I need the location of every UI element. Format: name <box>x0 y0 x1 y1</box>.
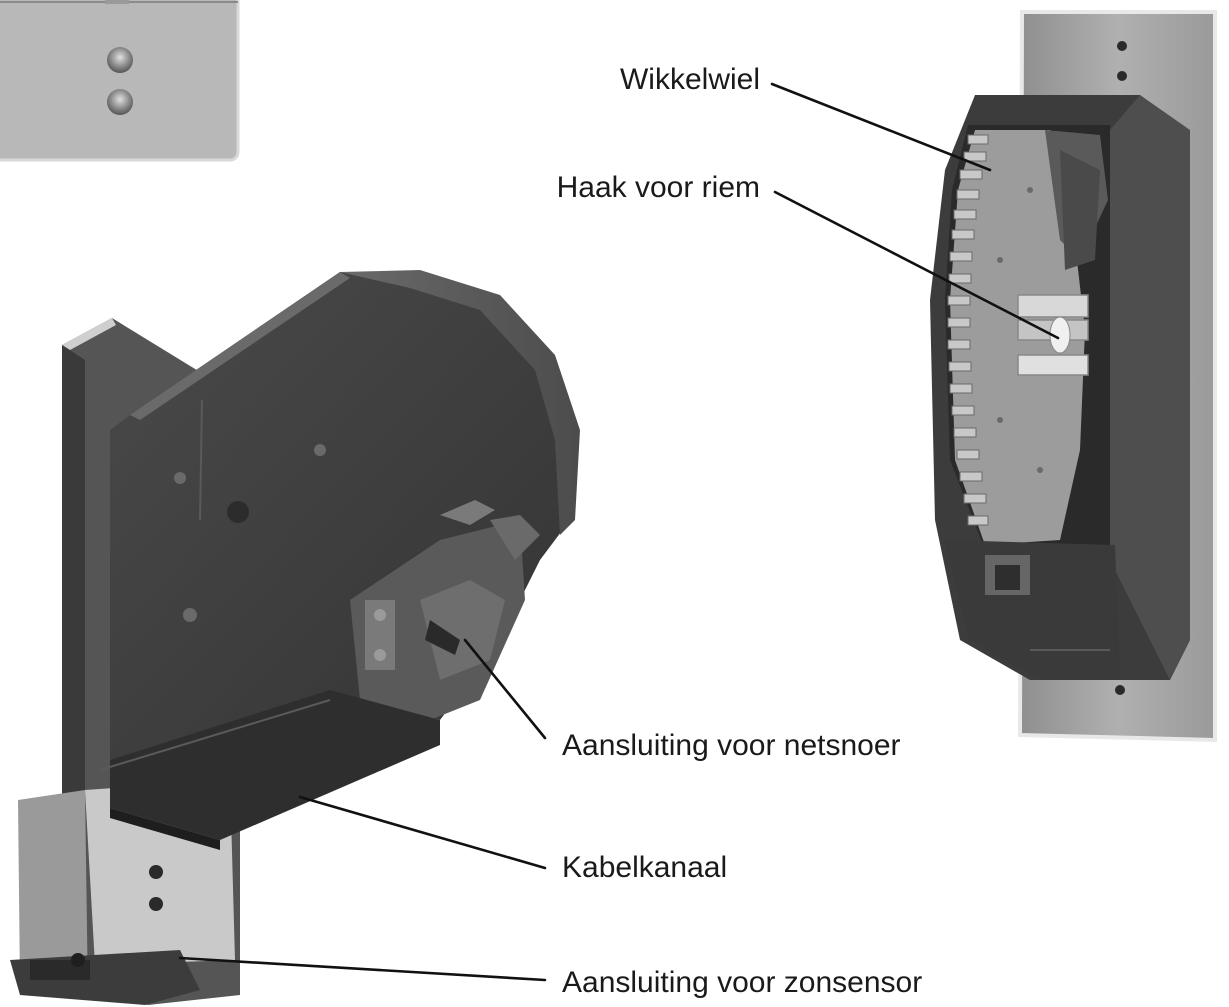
leader-line-winding-wheel <box>770 82 992 172</box>
screw-hole-icon <box>227 501 249 523</box>
winder-front-view <box>930 10 1217 743</box>
screw-hole-icon <box>1117 71 1127 81</box>
screw-hole-icon <box>107 89 133 115</box>
screw-hole-icon <box>314 444 326 456</box>
label-power-cord-connection: Aansluiting voor netsnoer <box>562 729 901 762</box>
screw-hole-icon <box>1115 685 1125 695</box>
leader-line-power-cord <box>463 638 547 740</box>
screw-hole-icon <box>149 865 163 879</box>
leader-line-belt-hook <box>773 190 1060 340</box>
belt-hook <box>1017 294 1089 318</box>
callout-labels: Wikkelwiel Haak voor riem Aansluiting vo… <box>557 63 923 999</box>
gear-teeth <box>947 134 989 526</box>
screw-hole-icon <box>107 47 133 73</box>
leader-lines <box>178 82 1060 982</box>
winder-rear-view <box>10 270 580 1005</box>
screw-hole-icon <box>1117 41 1127 51</box>
screw-hole-icon <box>174 472 186 484</box>
screw-hole-icon <box>183 608 197 622</box>
label-belt-hook: Haak voor riem <box>557 171 760 204</box>
leader-line-cable-duct <box>298 795 547 870</box>
label-sun-sensor-connection: Aansluiting voor zonsensor <box>562 966 922 999</box>
mounting-plate-detail <box>0 0 240 162</box>
leader-line-sun-sensor <box>178 956 547 982</box>
label-winding-wheel: Wikkelwiel <box>620 63 760 96</box>
screw-hole-icon <box>149 897 163 911</box>
label-cable-duct: Kabelkanaal <box>562 851 727 884</box>
